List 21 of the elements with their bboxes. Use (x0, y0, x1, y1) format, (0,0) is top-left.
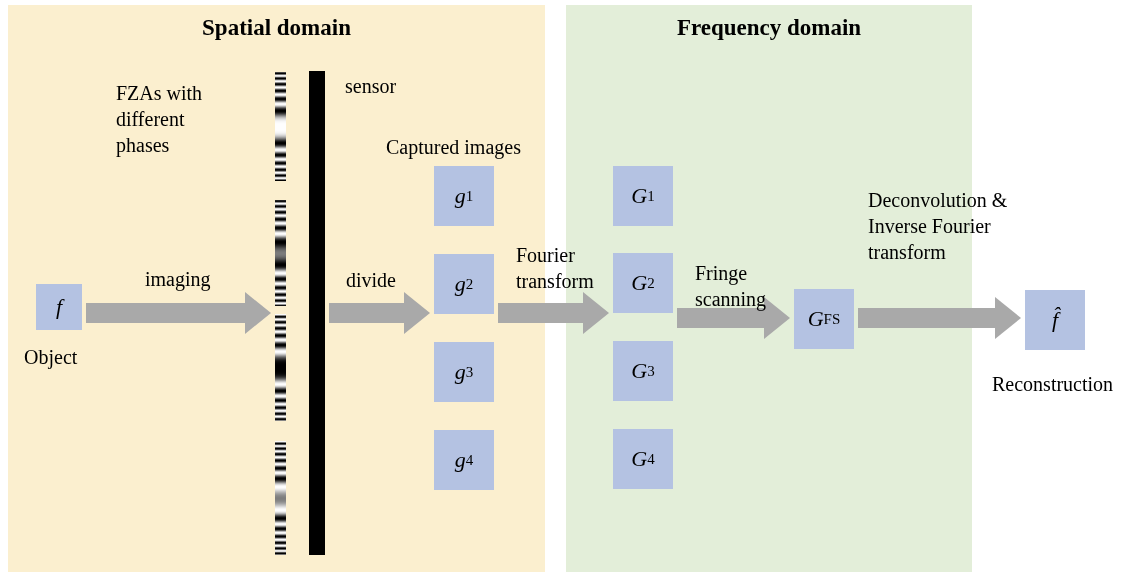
sensor-bar (309, 71, 325, 555)
block-arrow (677, 297, 790, 339)
block-arrow (329, 292, 430, 334)
block-arrow (86, 292, 271, 334)
panel-title: Spatial domain (201, 15, 352, 41)
edge-label: Fourier transform (516, 243, 595, 294)
annotation-text: FZAs with different phases (116, 81, 204, 158)
edge-label: Deconvolution & Inverse Fourier transform (868, 188, 1009, 265)
block-arrow (498, 292, 609, 334)
fza-strip (275, 72, 286, 555)
edge-label: Fringe scanning (695, 261, 768, 312)
block-arrow (858, 297, 1021, 339)
annotation-text: Captured images (386, 135, 522, 160)
panel-title: Frequency domain (675, 15, 863, 41)
caption-text: Reconstruction (992, 372, 1114, 397)
edge-label: imaging (145, 267, 212, 292)
variable-box: f̂ (1025, 290, 1085, 350)
annotation-text: sensor (345, 74, 398, 99)
variable-box: f (36, 284, 82, 330)
edge-label: divide (346, 268, 397, 293)
caption-text: Object (24, 345, 78, 370)
